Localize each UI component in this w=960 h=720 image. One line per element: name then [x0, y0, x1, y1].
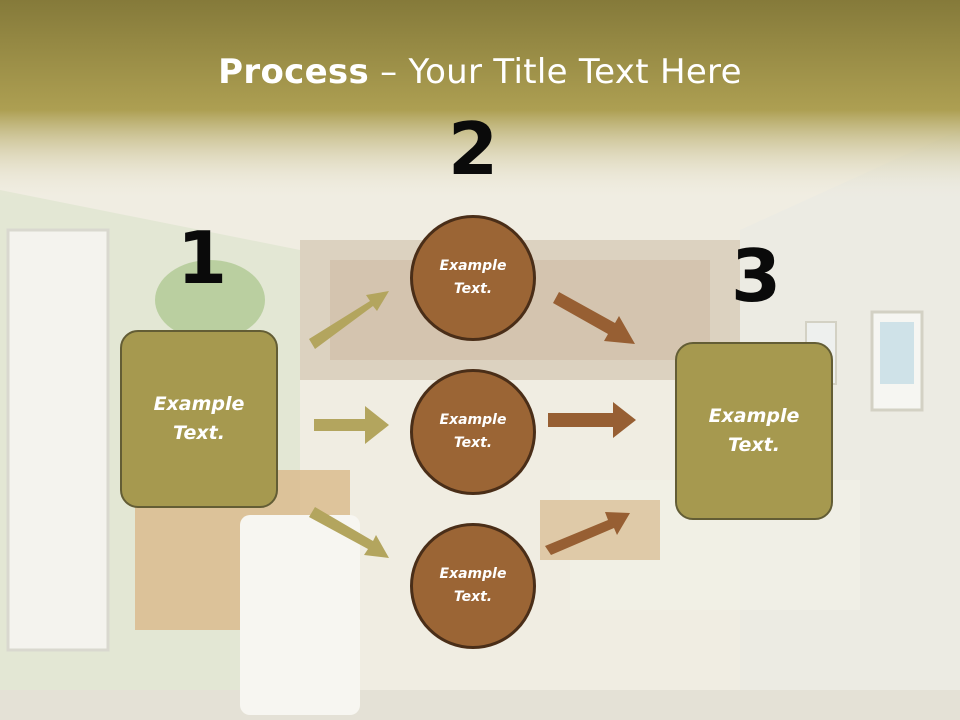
circle-bottom: Example Text.	[410, 523, 536, 649]
left-text-box: Example Text.	[120, 330, 278, 508]
circle-top: Example Text.	[410, 215, 536, 341]
right-text-box: Example Text.	[675, 342, 833, 520]
step-number-2: 2	[448, 107, 499, 191]
title-rest: Your Title Text Here	[408, 52, 742, 92]
right-box-text: Example Text.	[708, 405, 800, 456]
circle-middle: Example Text.	[410, 369, 536, 495]
step-number-1: 1	[177, 216, 228, 300]
step-number-3: 3	[731, 234, 782, 318]
title-dash: –	[369, 52, 409, 92]
circle-top-text: Example Text.	[439, 258, 507, 297]
slide-title: Process – Your Title Text Here	[0, 52, 960, 92]
arrow-down-right-brown-icon	[553, 292, 635, 344]
arrow-up-right-icon	[309, 291, 389, 349]
arrow-up-right-brown-icon	[545, 512, 630, 555]
arrow-down-right-icon	[309, 507, 389, 558]
circle-bottom-text: Example Text.	[439, 566, 507, 605]
arrow-right-icon	[314, 406, 389, 444]
circle-middle-text: Example Text.	[439, 412, 507, 451]
left-box-text: Example Text.	[153, 393, 245, 444]
title-bold: Process	[218, 52, 370, 92]
arrow-right-brown-icon	[548, 402, 636, 438]
